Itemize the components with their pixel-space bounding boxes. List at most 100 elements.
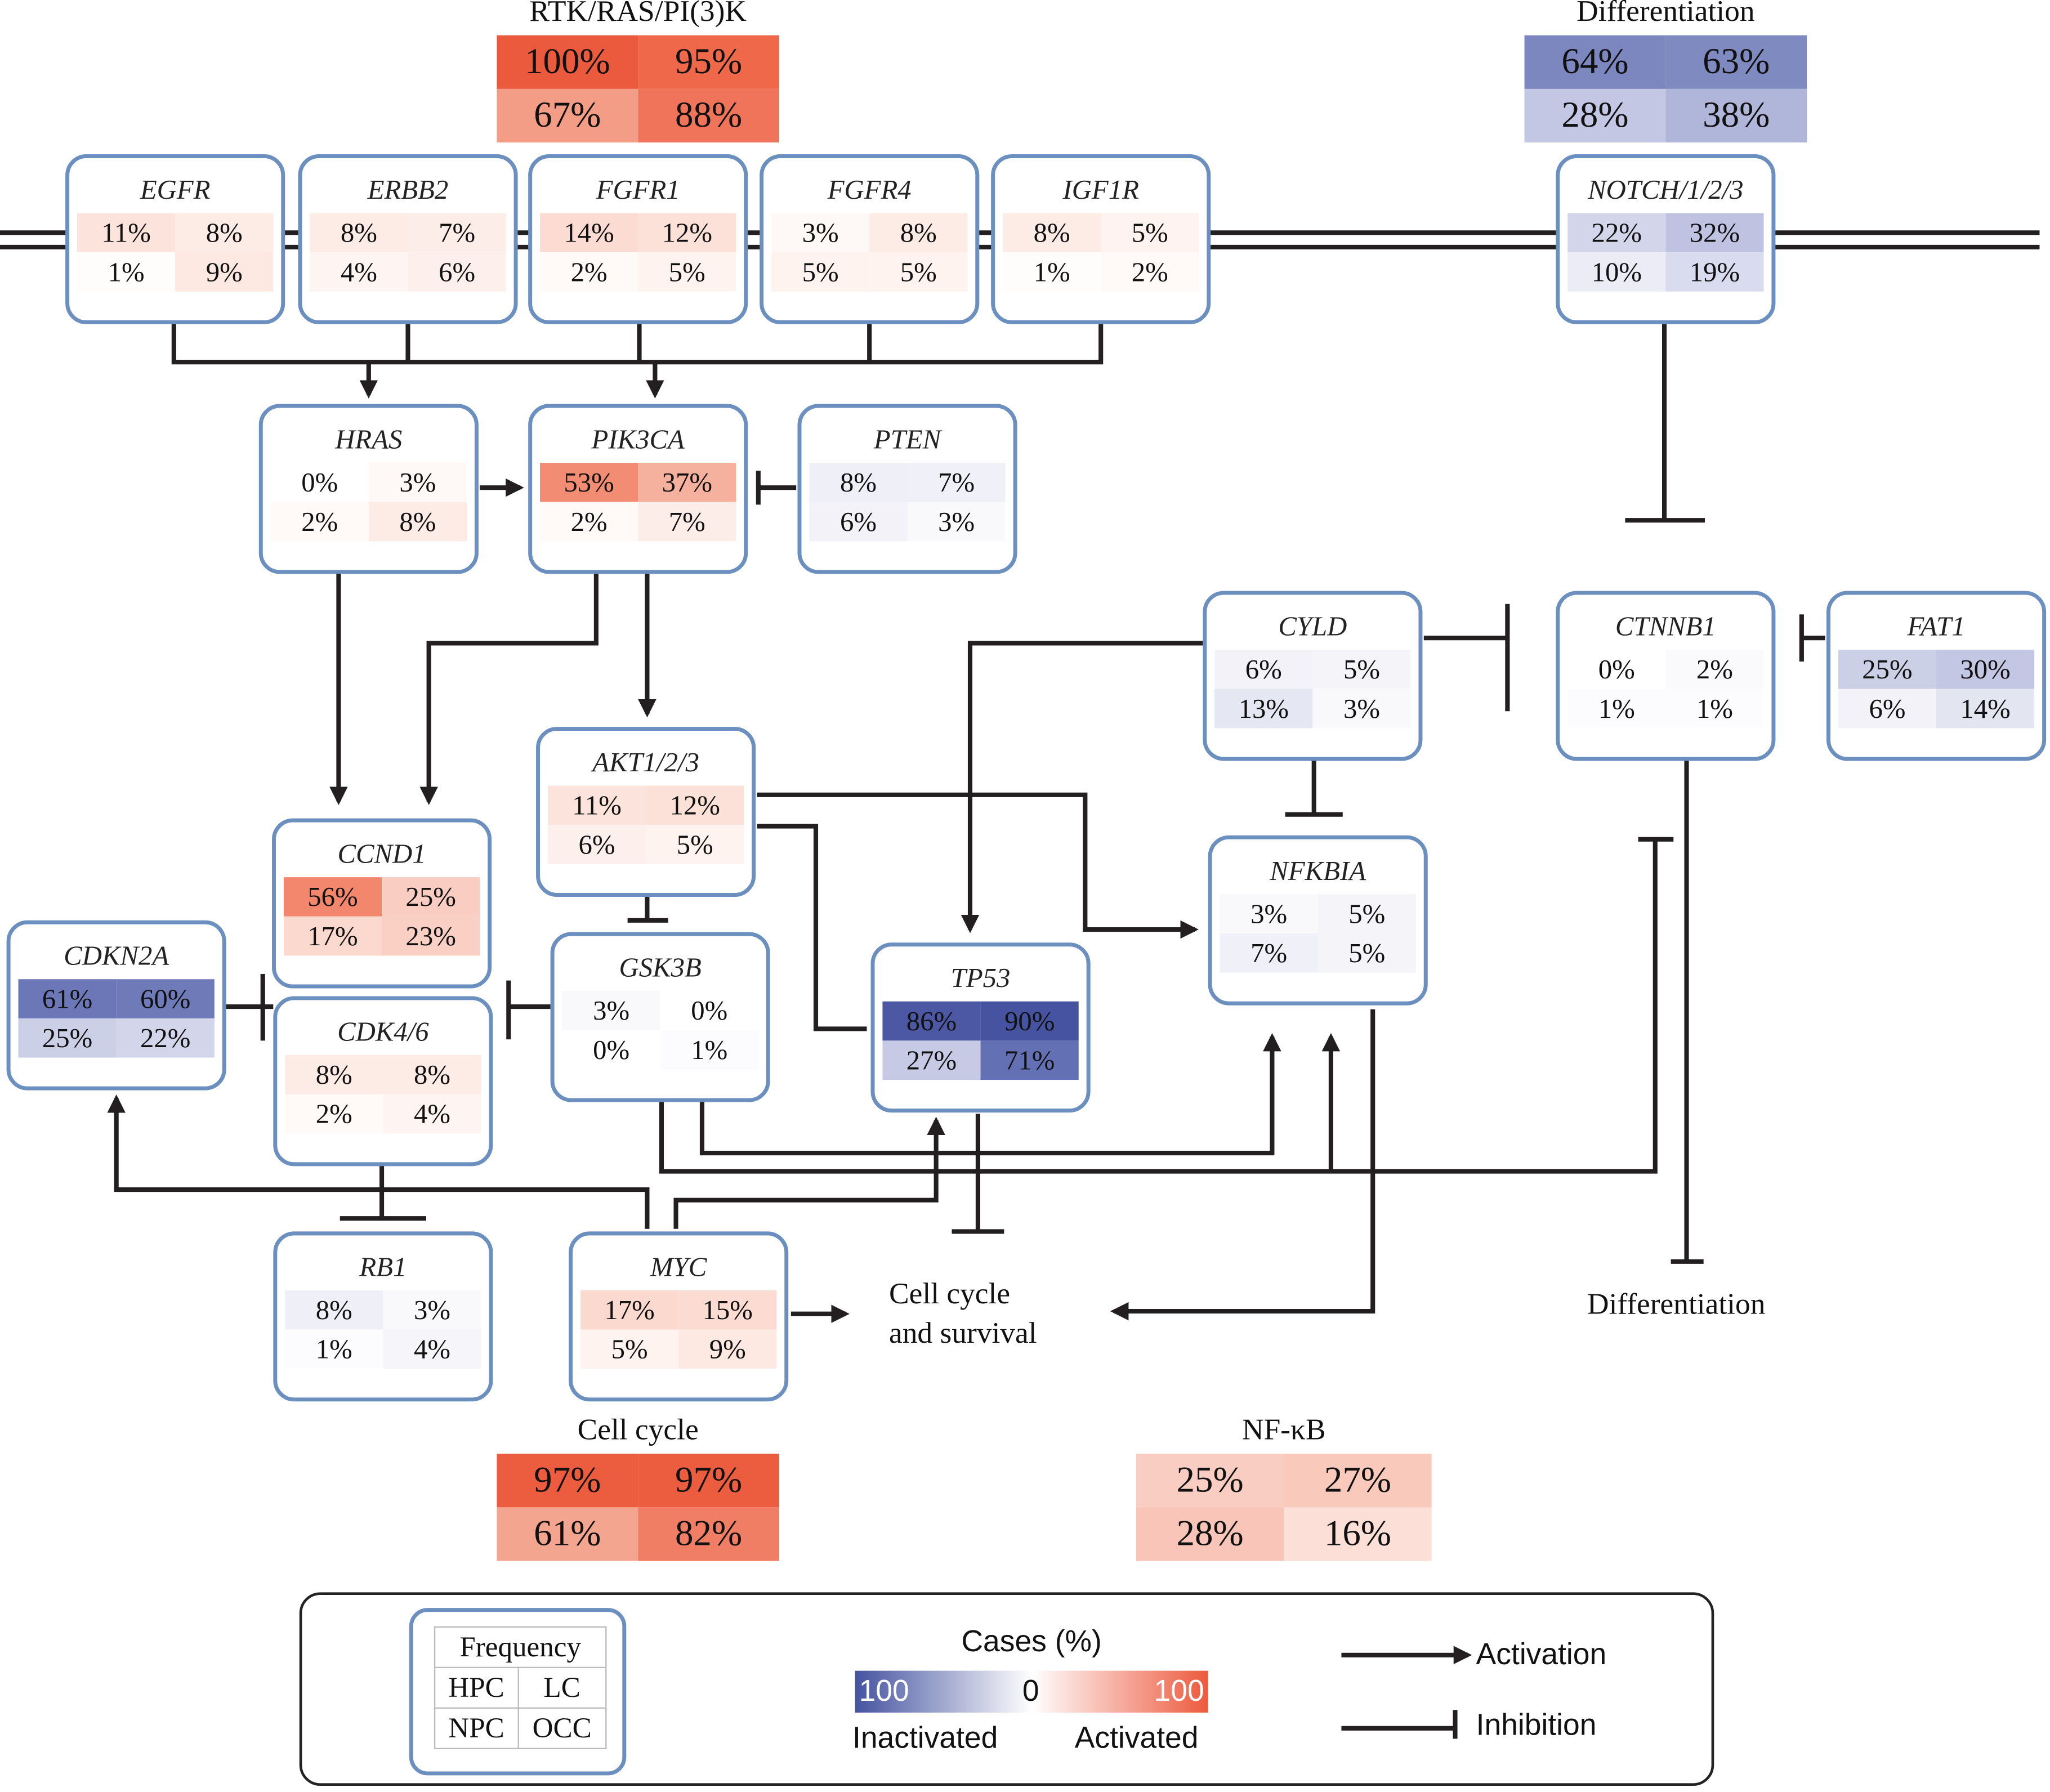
module-value: 16%: [1284, 1507, 1432, 1561]
frequency-grid: 8%7%4%6%: [310, 213, 506, 292]
module-value: 95%: [638, 35, 779, 89]
gene-name: CTNNB1: [1615, 610, 1716, 642]
arrow-akt-nfkbia: [757, 792, 1199, 939]
arrow-cyld-tp53: [961, 641, 1203, 933]
frequency-cell: 14%: [1936, 689, 2035, 729]
frequency-cell: 61%: [18, 979, 117, 1018]
frequency-grid: 53%37%2%7%: [540, 463, 736, 542]
frequency-cell: 90%: [980, 1001, 1079, 1041]
module-value: 97%: [638, 1454, 779, 1508]
frequency-grid: 56%25%17%23%: [283, 877, 480, 956]
frequency-cell: 27%: [882, 1040, 981, 1080]
inactivated-label: Inactivated: [852, 1720, 998, 1755]
frequency-header: Frequency: [434, 1626, 607, 1668]
frequency-cell: 8%: [285, 1054, 383, 1094]
module-value: 88%: [638, 88, 779, 143]
gene-name: FAT1: [1907, 610, 1966, 642]
frequency-cell: 3%: [383, 1290, 481, 1330]
frequency-cell: 2%: [540, 252, 638, 292]
inhibit-cyld-nfkbia: [1285, 761, 1343, 817]
frequency-cell: 5%: [1312, 650, 1411, 689]
frequency-grid: 0%2%1%1%: [1567, 650, 1764, 729]
frequency-cell: 2%: [1665, 650, 1764, 689]
inhibit-pten-pik3ca: [756, 470, 797, 505]
inhibition-label: Inhibition: [1476, 1707, 1597, 1742]
inhibit-fat1-ctnnb1: [1799, 614, 1825, 662]
frequency-cell: 32%: [1665, 213, 1764, 253]
cell-cycle-survival-label: Cell cycle and survival: [889, 1277, 1037, 1349]
frequency-cell: 1%: [1567, 689, 1666, 729]
frequency-cell: 11%: [77, 213, 176, 253]
frequency-cell: LC: [517, 1666, 607, 1709]
frequency-cell: 1%: [1003, 252, 1101, 292]
differentiation-output-label: Differentiation: [1587, 1288, 1766, 1321]
inhibit-tp53-cellcycle: [952, 1114, 1004, 1234]
frequency-cell: 4%: [310, 252, 408, 292]
frequency-cell: 8%: [383, 1054, 481, 1094]
frequency-cell: 1%: [77, 252, 176, 292]
frequency-cell: 5%: [771, 252, 870, 292]
module-value: 25%: [1136, 1454, 1284, 1508]
frequency-cell: 2%: [270, 502, 369, 542]
gene-name: TP53: [950, 962, 1011, 994]
frequency-cell: 8%: [368, 502, 467, 542]
frequency-cell: NPC: [434, 1707, 519, 1749]
module-value: 64%: [1524, 35, 1666, 89]
frequency-cell: 8%: [809, 463, 908, 502]
frequency-grid: 22%32%10%19%: [1567, 213, 1764, 292]
frequency-cell: 17%: [580, 1290, 679, 1330]
inhibit-notch: [1625, 324, 1705, 523]
frequency-cell: 6%: [408, 252, 506, 292]
module-rtk: 100% 95% 67% 88%: [497, 35, 779, 143]
frequency-cell: 4%: [383, 1094, 481, 1134]
frequency-cell: 2%: [285, 1094, 383, 1134]
frequency-cell: 5%: [869, 252, 968, 292]
scale-mid-value: 0: [1022, 1673, 1039, 1708]
frequency-cell: 12%: [638, 213, 736, 253]
module-value: 67%: [497, 88, 638, 143]
frequency-grid: 86%90%27%71%: [882, 1001, 1079, 1080]
frequency-cell: 25%: [382, 877, 480, 917]
frequency-cell: 10%: [1567, 252, 1666, 292]
frequency-cell: 1%: [1665, 689, 1764, 729]
arrow-gsk3b-nfkbia: [699, 1033, 1281, 1156]
frequency-cell: 6%: [547, 825, 646, 864]
frequency-cell: 9%: [678, 1329, 777, 1369]
frequency-cell: OCC: [517, 1707, 607, 1749]
frequency-grid: 17%15%5%9%: [580, 1290, 777, 1369]
frequency-cell: 5%: [1317, 894, 1416, 933]
gene-name: CDK4/6: [337, 1016, 429, 1048]
frequency-key-table: Frequency HPC LC NPC OCC: [434, 1626, 607, 1749]
frequency-grid: 0%3%2%8%: [270, 463, 467, 542]
module-value: 63%: [1665, 35, 1807, 89]
frequency-grid: 14%12%2%5%: [540, 213, 736, 292]
frequency-grid: 8%8%2%4%: [285, 1054, 481, 1134]
gene-name: IGF1R: [1062, 173, 1139, 205]
frequency-cell: 3%: [368, 463, 467, 502]
frequency-grid: 11%8%1%9%: [77, 213, 274, 292]
activation-label: Activation: [1476, 1637, 1607, 1671]
frequency-cell: 7%: [408, 213, 506, 253]
receptor-collector: [171, 324, 1104, 365]
gene-name: CCND1: [337, 838, 426, 870]
frequency-cell: 3%: [771, 213, 870, 253]
frequency-grid: 3%8%5%5%: [771, 213, 968, 292]
frequency-cell: 5%: [1101, 213, 1199, 253]
frequency-cell: 22%: [1567, 213, 1666, 253]
frequency-cell: 37%: [638, 463, 736, 502]
frequency-cell: 0%: [1567, 650, 1666, 689]
gene-name: MYC: [650, 1251, 707, 1282]
frequency-cell: 6%: [809, 502, 908, 542]
gene-name: AKT1/2/3: [592, 746, 699, 778]
frequency-cell: 9%: [175, 252, 274, 292]
